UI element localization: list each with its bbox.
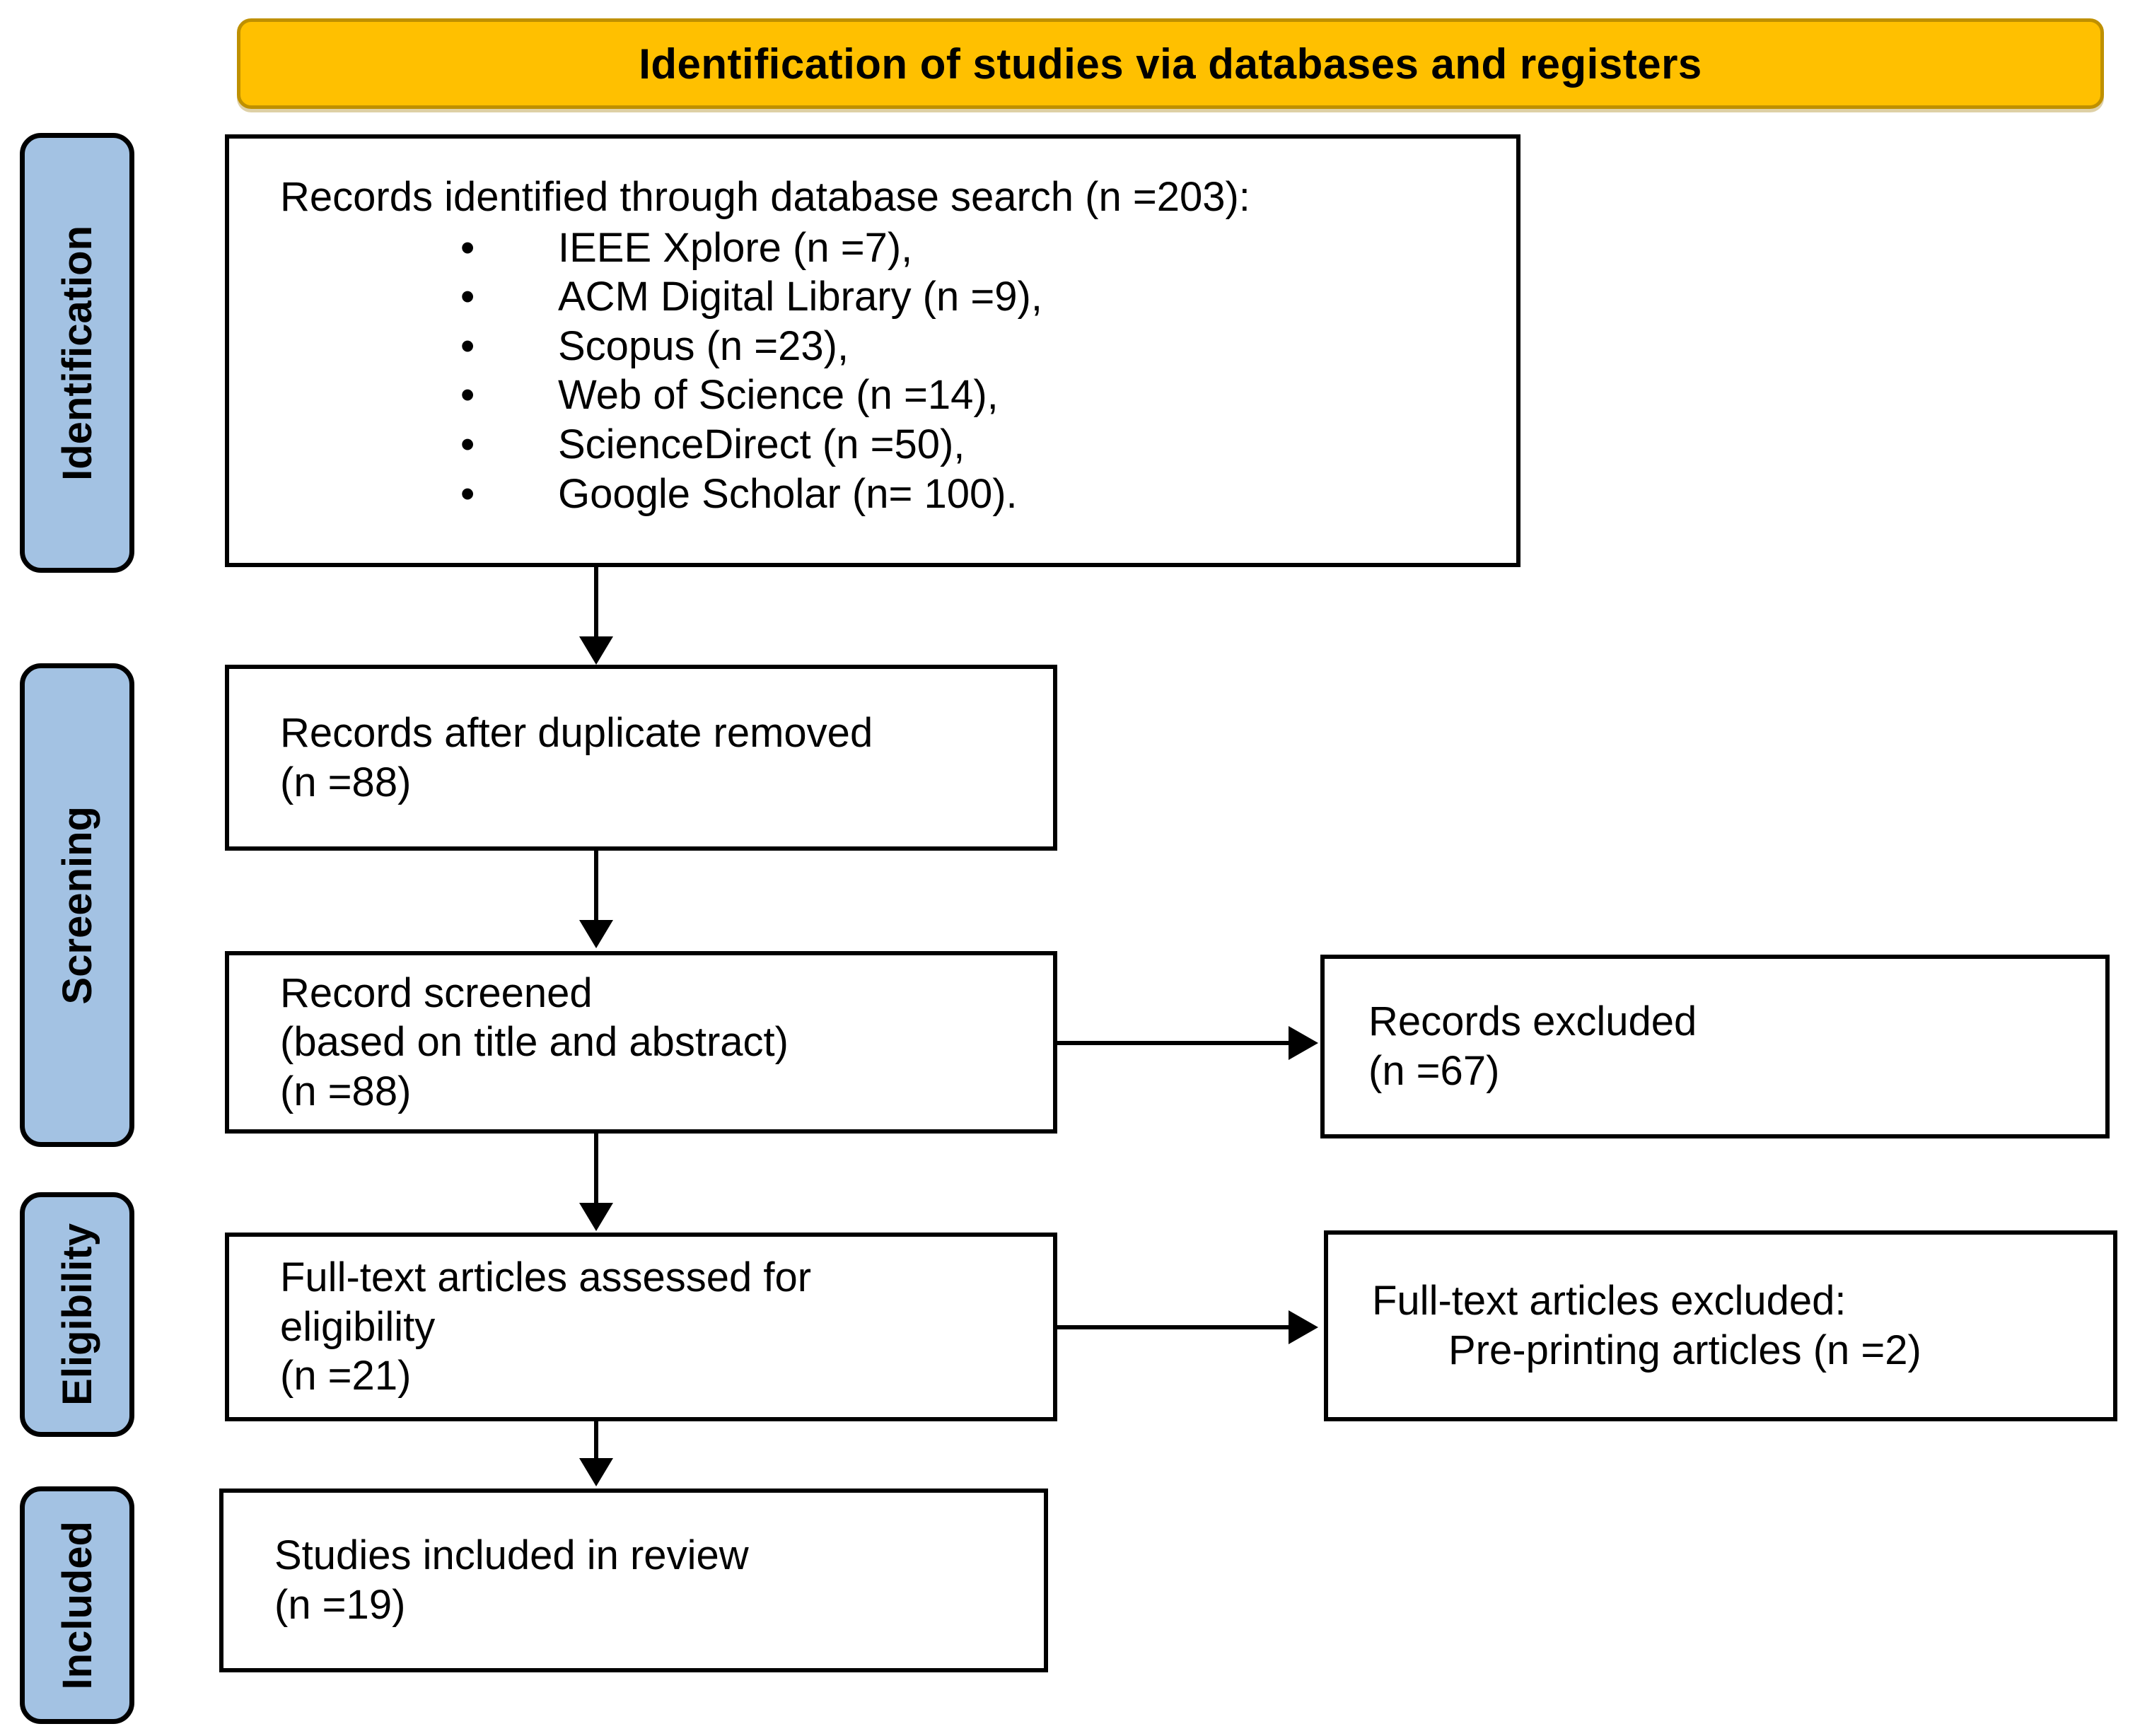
bullet-google-scholar-text: Google Scholar (n= 100).	[558, 470, 1018, 517]
records-identified-title: Records identified through database sear…	[280, 174, 1250, 220]
arrow-dedup-to-screened-line	[594, 851, 598, 921]
bullet-ieee-xplore: • IEEE Xplore (n =7),	[280, 223, 1495, 273]
stage-label-screening-text: Screening	[54, 805, 100, 1005]
fulltext-count: (n =21)	[280, 1353, 412, 1399]
bullet-google-scholar: • Google Scholar (n= 100).	[280, 470, 1495, 519]
included-count: (n =19)	[274, 1582, 406, 1628]
stage-label-included: Included	[20, 1486, 134, 1724]
stage-label-eligibility: Eligibility	[20, 1192, 134, 1437]
box-fulltext-assessed: Full-text articles assessed for eligibil…	[225, 1233, 1057, 1421]
box-studies-included: Studies included in review (n =19)	[219, 1489, 1048, 1672]
fulltext-line2: eligibility	[280, 1303, 436, 1350]
database-bullet-list: • IEEE Xplore (n =7), • ACM Digital Librar…	[280, 223, 1495, 519]
bullet-ieee-xplore-text: IEEE Xplore (n =7),	[558, 224, 913, 271]
stage-label-identification-text: Identification	[54, 225, 100, 481]
bullet-acm-text: ACM Digital Library (n =9),	[558, 274, 1042, 320]
box-records-excluded: Records excluded (n =67)	[1320, 955, 2110, 1138]
stage-label-identification: Identification	[20, 133, 134, 573]
bullet-dot: •	[460, 322, 475, 369]
bullet-dot: •	[460, 274, 475, 320]
box-records-after-duplicates: Records after duplicate removed (n =88)	[225, 665, 1057, 851]
stage-label-included-text: Included	[54, 1520, 100, 1690]
bullet-sciencedirect: • ScienceDirect (n =50),	[280, 420, 1495, 470]
arrow-fulltext-to-included-line	[594, 1421, 598, 1460]
box-fulltext-excluded: Full-text articles excluded: Pre-printin…	[1324, 1230, 2117, 1421]
arrow-screened-to-excluded-line	[1057, 1041, 1291, 1045]
arrow-fulltext-to-excluded-head	[1289, 1310, 1318, 1344]
fulltext-excluded-line2: Pre-printing articles (n =2)	[1448, 1327, 1921, 1373]
records-excluded-line1: Records excluded	[1368, 998, 1697, 1045]
arrow-screened-to-excluded-head	[1289, 1026, 1318, 1060]
bullet-dot: •	[460, 224, 475, 271]
screened-line1: Record screened	[280, 969, 593, 1016]
arrow-identified-to-dedup-line	[594, 564, 598, 638]
arrow-screened-to-fulltext-line	[594, 1134, 598, 1204]
box-records-identified: Records identified through database sear…	[225, 134, 1520, 567]
bullet-dot: •	[460, 372, 475, 419]
arrow-fulltext-to-included-head	[579, 1458, 613, 1486]
bullet-dot: •	[460, 470, 475, 517]
screened-count: (n =88)	[280, 1068, 412, 1114]
stage-label-eligibility-text: Eligibility	[54, 1223, 100, 1406]
fulltext-line1: Full-text articles assessed for	[280, 1254, 812, 1301]
bullet-dot: •	[460, 421, 475, 467]
bullet-web-of-science: • Web of Science (n =14),	[280, 371, 1495, 420]
fulltext-excluded-line1: Full-text articles excluded:	[1372, 1278, 1847, 1324]
bullet-web-of-science-text: Web of Science (n =14),	[558, 372, 999, 419]
arrow-screened-to-fulltext-head	[579, 1203, 613, 1231]
stage-label-screening: Screening	[20, 663, 134, 1147]
bullet-sciencedirect-text: ScienceDirect (n =50),	[558, 421, 965, 467]
box-records-screened: Record screened (based on title and abst…	[225, 951, 1057, 1134]
dedup-line1: Records after duplicate removed	[280, 709, 873, 756]
arrow-identified-to-dedup-head	[579, 636, 613, 665]
bullet-scopus-text: Scopus (n =23),	[558, 322, 849, 369]
included-line1: Studies included in review	[274, 1532, 749, 1579]
bullet-acm: • ACM Digital Library (n =9),	[280, 272, 1495, 322]
screened-line2: (based on title and abstract)	[280, 1019, 789, 1066]
header-banner-label: Identification of studies via databases …	[639, 40, 1702, 88]
arrow-fulltext-to-excluded-line	[1057, 1325, 1291, 1329]
bullet-scopus: • Scopus (n =23),	[280, 322, 1495, 371]
dedup-count: (n =88)	[280, 759, 412, 805]
records-excluded-count: (n =67)	[1368, 1048, 1500, 1094]
arrow-dedup-to-screened-head	[579, 920, 613, 948]
header-banner: Identification of studies via databases …	[237, 18, 2104, 109]
